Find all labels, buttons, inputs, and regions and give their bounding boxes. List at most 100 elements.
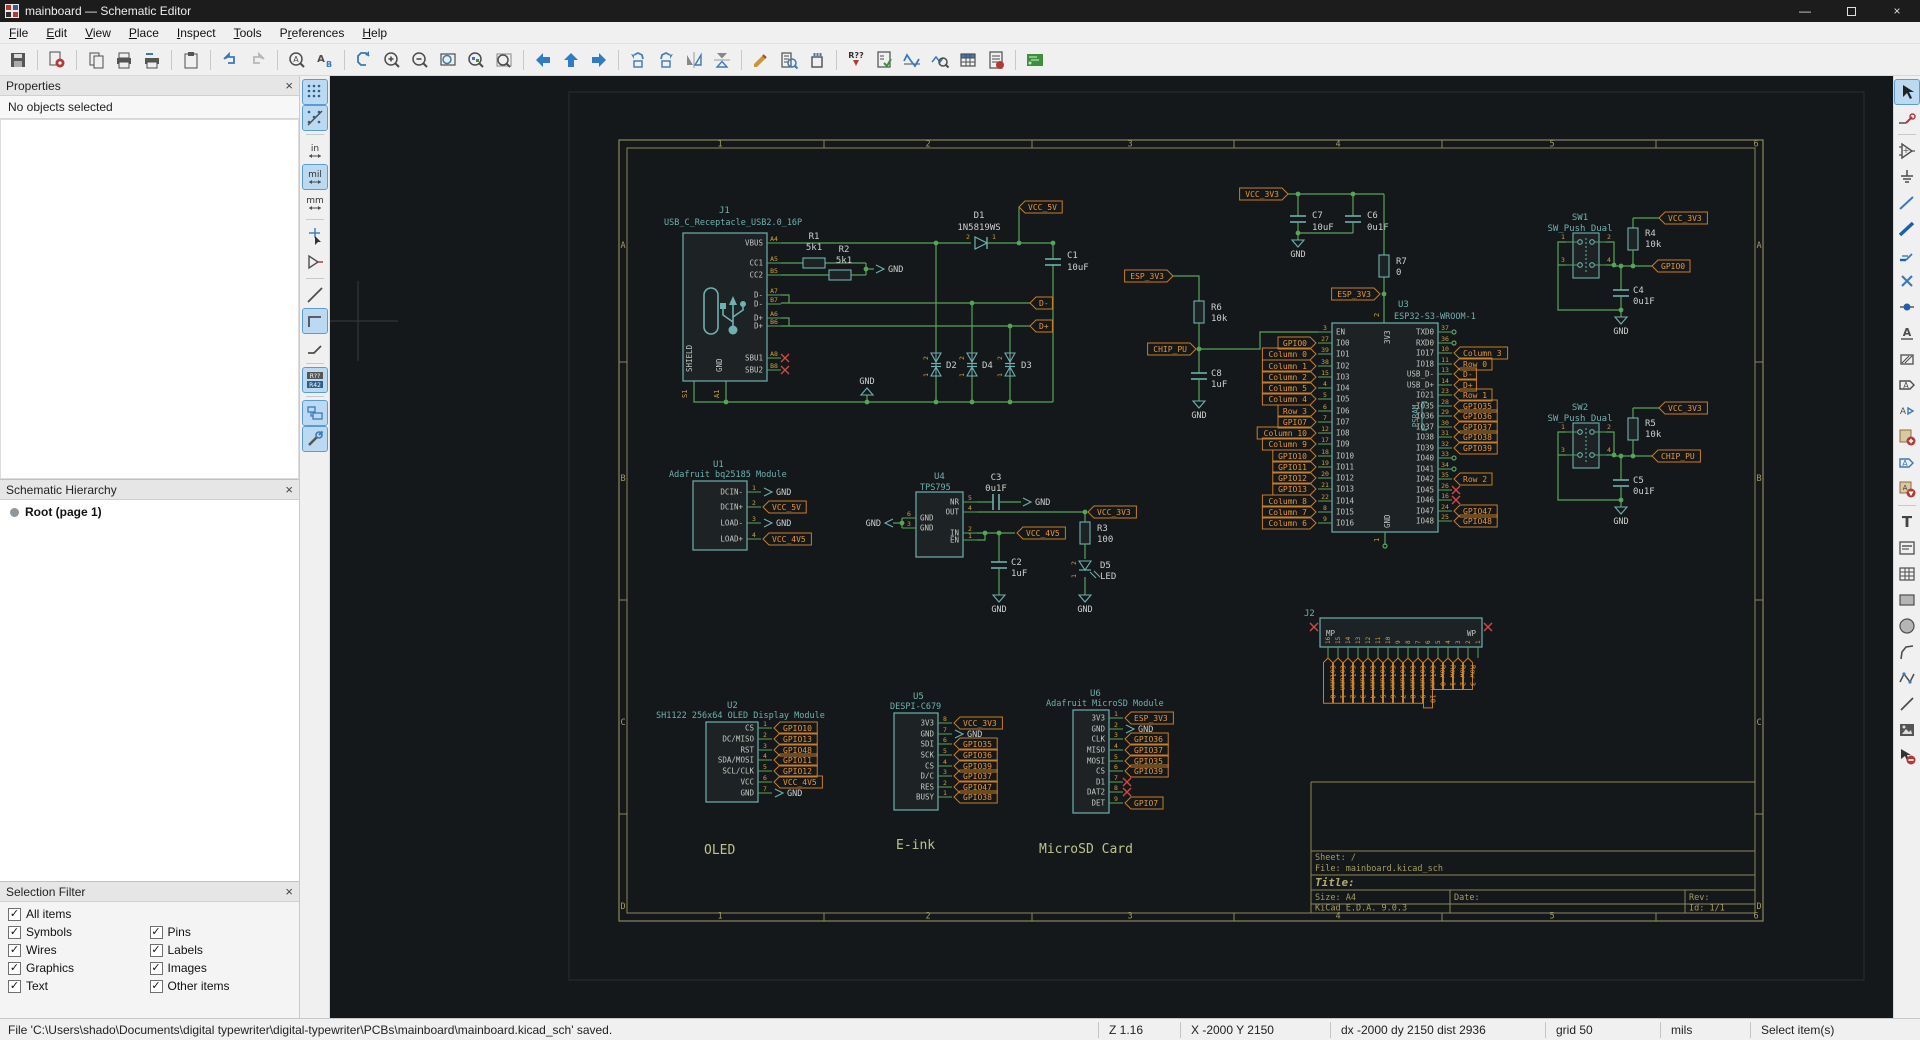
delete-tool-button[interactable] xyxy=(1895,744,1919,768)
library-browser-button[interactable] xyxy=(776,47,802,73)
menu-view[interactable]: View xyxy=(85,25,111,40)
sch-flag-chip-pu[interactable]: CHIP_PU xyxy=(1147,342,1197,356)
checkbox[interactable]: ✓ xyxy=(8,907,21,921)
sch-txt-a1[interactable]: A1 xyxy=(713,390,721,398)
minimize-button[interactable]: — xyxy=(1799,4,1811,18)
sch-mod-J1[interactable]: J1USB_C_Receptacle_USB2.0_16PA4VBUSA5CC1… xyxy=(664,206,802,382)
sch-txt-j2[interactable]: J2 xyxy=(1304,609,1315,619)
sch-txt-0u1f[interactable]: 0u1F xyxy=(985,484,1007,494)
sch-flag-esp-3v3[interactable]: ESP_3V3 xyxy=(1331,287,1381,301)
sch-txt-100[interactable]: 100 xyxy=(1097,535,1113,545)
sch-txt-r7[interactable]: R7 xyxy=(1396,257,1407,267)
sch-led[interactable]: 21 xyxy=(1070,560,1101,579)
sch-gnda-gnd[interactable]: GND xyxy=(875,264,903,275)
sch-txt-10k[interactable]: 10k xyxy=(1211,314,1228,324)
sch-txt-10uf[interactable]: 10uF xyxy=(1067,263,1089,273)
sch-gnda-gnd[interactable]: GND xyxy=(1022,497,1050,508)
sch-gnd-gnd[interactable]: GND xyxy=(1191,394,1207,421)
sch-capv[interactable] xyxy=(1191,372,1207,380)
sch-txt-r6[interactable]: R6 xyxy=(1211,303,1222,313)
no-connect-button[interactable] xyxy=(1895,269,1919,293)
sch-flag-vcc-3v3[interactable]: VCC_3V3 xyxy=(1087,505,1137,519)
sch-w[interactable] xyxy=(1606,241,1615,266)
sch-txt-1[interactable]: 1 xyxy=(1373,538,1381,542)
sch-j[interactable] xyxy=(933,399,939,405)
unit-in-button[interactable]: in xyxy=(303,139,327,163)
sch-txt-r1[interactable]: R1 xyxy=(809,232,820,242)
sch-txt-2[interactable]: 2 xyxy=(1373,313,1381,317)
text-box-button[interactable] xyxy=(1895,536,1919,560)
line-hv-button[interactable] xyxy=(301,308,328,334)
filter-option-pins[interactable]: ✓Pins xyxy=(149,925,292,939)
filter-option-images[interactable]: ✓Images xyxy=(149,961,292,975)
sch-j[interactable] xyxy=(1196,346,1202,352)
nav-back-button[interactable] xyxy=(530,47,556,73)
sch-j[interactable] xyxy=(1611,262,1617,268)
import-sheet-pin-button[interactable]: A xyxy=(1895,477,1919,501)
sch-w[interactable] xyxy=(1557,241,1621,311)
sch-txt-wp[interactable]: WP xyxy=(1467,629,1477,638)
zoom-out-button[interactable] xyxy=(407,47,433,73)
sch-txt-sw1[interactable]: SW1 xyxy=(1572,213,1588,223)
sch-txt-d4[interactable]: D4 xyxy=(982,361,993,371)
menu-help[interactable]: Help xyxy=(362,25,388,40)
sch-txt-led[interactable]: LED xyxy=(1100,572,1116,582)
filter-option-labels[interactable]: ✓Labels xyxy=(149,943,292,957)
sch-j[interactable] xyxy=(1611,452,1617,458)
zoom-objects-button[interactable] xyxy=(463,47,489,73)
draw-wire-button[interactable] xyxy=(1895,191,1919,215)
annotate-button[interactable]: R?? xyxy=(843,47,869,73)
sch-txt-c1[interactable]: C1 xyxy=(1067,251,1078,261)
sch-txt-c2[interactable]: C2 xyxy=(1011,558,1022,568)
close-icon[interactable]: × xyxy=(285,482,293,497)
fields-table-button[interactable] xyxy=(955,47,981,73)
nav-up-button[interactable] xyxy=(558,47,584,73)
sch-flag-gpio0[interactable]: GPIO0 xyxy=(1651,259,1691,273)
sch-txt-1uf[interactable]: 1uF xyxy=(1011,569,1027,579)
table-button[interactable] xyxy=(1895,562,1919,586)
draw-bus-button[interactable] xyxy=(1895,217,1919,241)
sch-j[interactable] xyxy=(969,399,975,405)
sch-resh[interactable] xyxy=(802,257,826,269)
sch-j[interactable] xyxy=(863,266,869,272)
sch-flag-d-[interactable]: D+ xyxy=(1029,319,1053,333)
hierarchical-label-button[interactable]: A xyxy=(1895,399,1919,423)
sch-w[interactable] xyxy=(781,294,790,303)
sch-resv[interactable] xyxy=(1378,254,1390,278)
sch-capv[interactable] xyxy=(1613,479,1629,487)
nav-forward-button[interactable] xyxy=(586,47,612,73)
sch-dot[interactable] xyxy=(1382,543,1388,549)
checkbox[interactable]: ✓ xyxy=(8,925,21,939)
sch-txt-10uf[interactable]: 10uF xyxy=(1312,223,1334,233)
paste-button[interactable] xyxy=(178,47,204,73)
sch-txt-c5[interactable]: C5 xyxy=(1633,476,1644,486)
sch-resv[interactable] xyxy=(1627,417,1639,441)
print-button[interactable] xyxy=(111,47,137,73)
sch-txt-sw-push-dual[interactable]: SW_Push_Dual xyxy=(1547,224,1612,234)
sch-flag-chip-pu[interactable]: CHIP_PU xyxy=(1651,449,1701,463)
sch-flag-vcc-3v3[interactable]: VCC_3V3 xyxy=(1658,211,1708,225)
checkbox[interactable]: ✓ xyxy=(149,979,163,993)
sch-gnd-gnd[interactable]: GND xyxy=(1290,233,1306,260)
sch-j[interactable] xyxy=(1630,263,1636,269)
netclass-directive-button[interactable] xyxy=(1895,347,1919,371)
zoom-fit-button[interactable] xyxy=(435,47,461,73)
sch-txt-r5[interactable]: R5 xyxy=(1645,419,1656,429)
junction-tool-button[interactable] xyxy=(1895,295,1919,319)
hierarchy-item-root[interactable]: Root (page 1) xyxy=(0,500,299,524)
sch-txt-c3[interactable]: C3 xyxy=(991,473,1002,483)
sch-w[interactable] xyxy=(1557,431,1621,501)
sch-txt-5k1[interactable]: 5k1 xyxy=(806,243,822,253)
sch-txt-1uf[interactable]: 1uF xyxy=(1211,380,1227,390)
sch-txt-c8[interactable]: C8 xyxy=(1211,369,1222,379)
sch-txt-0[interactable]: 0 xyxy=(1396,268,1401,278)
sch-txt-5k1[interactable]: 5k1 xyxy=(836,256,852,266)
place-symbol-button[interactable]: + xyxy=(1895,139,1919,163)
sch-w[interactable] xyxy=(693,381,1053,403)
sch-flag-vcc-4v5[interactable]: VCC_4V5 xyxy=(1016,526,1066,540)
sch-txt-shield[interactable]: SHIELD xyxy=(685,344,694,372)
